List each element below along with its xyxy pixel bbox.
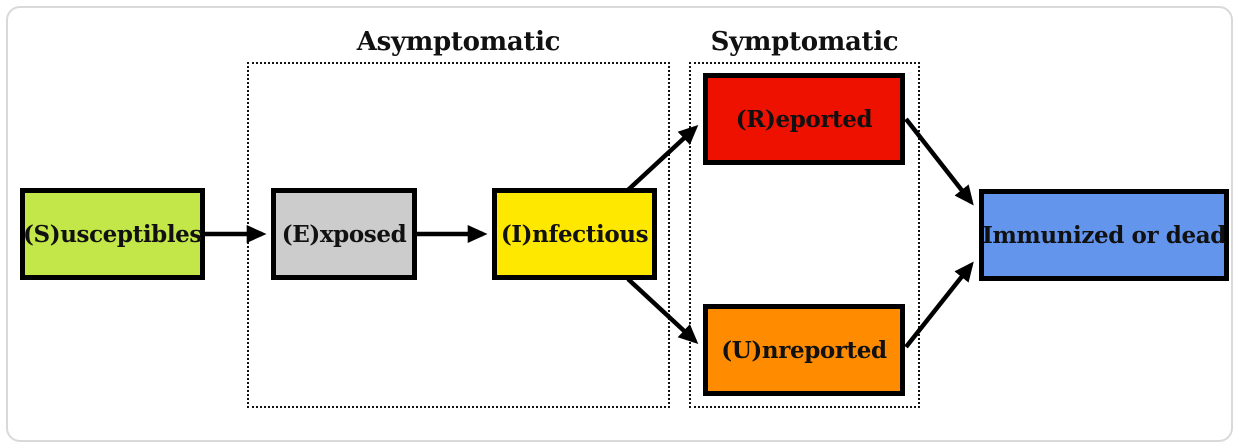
group-label-symptomatic: Symptomatic <box>710 27 899 57</box>
node-unreported: (U)nreported <box>703 304 905 396</box>
node-infectious: (I)nfectious <box>492 188 657 280</box>
node-reported-label: (R)eported <box>735 105 873 133</box>
node-susceptibles-label: (S)usceptibles <box>23 220 202 248</box>
group-box-symptomatic <box>689 62 920 408</box>
node-reported: (R)eported <box>703 73 905 165</box>
group-label-asymptomatic: Asymptomatic <box>356 27 561 57</box>
node-exposed-label: (E)xposed <box>281 220 407 248</box>
node-infectious-label: (I)nfectious <box>500 220 649 248</box>
node-susceptibles: (S)usceptibles <box>20 188 205 280</box>
node-immunized-or-dead-label: Immunized or dead <box>982 221 1226 249</box>
node-unreported-label: (U)nreported <box>721 336 887 364</box>
node-immunized-or-dead: Immunized or dead <box>979 189 1229 281</box>
node-exposed: (E)xposed <box>271 188 417 280</box>
